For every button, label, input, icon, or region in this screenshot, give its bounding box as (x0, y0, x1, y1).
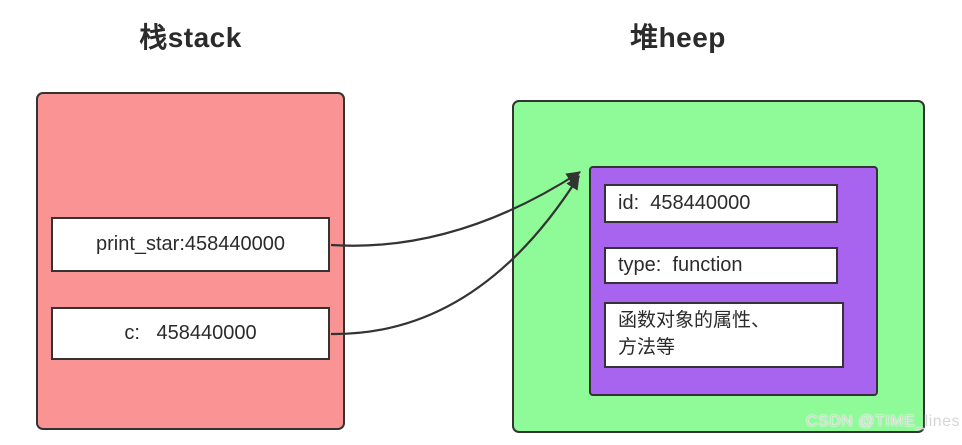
object-field-id: id: 458440000 (604, 184, 838, 223)
watermark: CSDN @TIME_lines (806, 413, 961, 430)
stack-var-print-star: print_star:458440000 (51, 217, 330, 272)
object-field-description: 函数对象的属性、 方法等 (604, 302, 844, 368)
object-field-type: type: function (604, 247, 838, 284)
heap-title: 堆heep (630, 22, 726, 53)
stack-var-c: c: 458440000 (51, 307, 330, 360)
stack-title: 栈stack (139, 22, 242, 53)
